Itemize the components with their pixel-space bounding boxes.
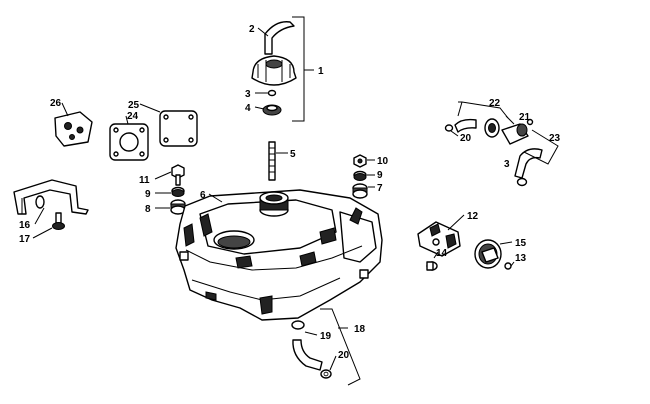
callout-9-right: 9	[377, 170, 383, 181]
part-22-fitting-hose	[454, 118, 477, 133]
part-16-bracket	[13, 179, 89, 215]
part-24-plate	[109, 123, 149, 161]
callout-7: 7	[377, 183, 383, 194]
part-9-washer-left	[171, 186, 185, 197]
callout-9-left: 9	[145, 189, 151, 200]
part-10-nut	[353, 154, 367, 168]
callout-20-upper: 20	[460, 133, 472, 144]
callout-23: 23	[549, 133, 561, 144]
part-4-cap-gasket	[262, 104, 282, 116]
callout-5: 5	[290, 149, 296, 160]
callout-26: 26	[50, 98, 62, 109]
callout-labels: 1 2 3 4 5 6 7 8 9 9 10 11 12 13 14 15 16…	[19, 24, 561, 361]
callout-13: 13	[515, 253, 527, 264]
callout-4: 4	[245, 103, 251, 114]
part-19-clamp-lower	[291, 320, 305, 330]
callout-11: 11	[139, 175, 150, 186]
part-1-fuel-cap	[251, 55, 297, 86]
part-20-clamp-lower	[320, 369, 332, 379]
callout-12: 12	[467, 211, 479, 222]
callout-20-lower: 20	[338, 350, 350, 361]
callout-10: 10	[377, 156, 389, 167]
part-21-fitting	[484, 118, 534, 145]
callout-3-cap-oring: 3	[245, 89, 251, 100]
part-17-screw	[52, 212, 65, 230]
callout-15: 15	[515, 238, 527, 249]
callout-3-clamp: 3	[504, 159, 510, 170]
part-9-washer-right	[353, 170, 367, 181]
part-18-fuel-hose	[292, 339, 323, 371]
callout-24: 24	[127, 111, 139, 122]
callout-18: 18	[354, 324, 366, 335]
part-15-lever	[474, 239, 502, 269]
part-7-grommet-right	[352, 183, 368, 199]
part-12-valve-body	[417, 221, 461, 257]
callout-1: 1	[318, 66, 324, 77]
part-5-tube	[268, 141, 276, 181]
leader-lines	[32, 16, 559, 386]
part-11-bolt	[171, 164, 185, 186]
part-13-screw	[504, 262, 512, 270]
callout-2: 2	[249, 24, 255, 35]
callout-17: 17	[19, 234, 31, 245]
part-3-clamp	[516, 177, 528, 187]
callout-6: 6	[200, 190, 206, 201]
part-8-grommet-left	[170, 199, 186, 215]
part-6-fuel-tank	[175, 189, 383, 321]
callout-14: 14	[436, 248, 448, 259]
callout-19: 19	[320, 331, 332, 342]
callout-8: 8	[145, 204, 151, 215]
callout-21: 21	[519, 112, 531, 123]
part-2-breather-hose	[264, 21, 295, 55]
callout-16: 16	[19, 220, 31, 231]
part-26-plate	[54, 111, 93, 147]
part-14-screw	[426, 261, 438, 271]
callout-25: 25	[128, 100, 140, 111]
part-3-oring-cap	[267, 89, 277, 97]
part-25-gasket	[159, 110, 198, 147]
part-23-hose	[514, 148, 543, 179]
part-20-clamp-upper	[444, 124, 454, 132]
callout-22: 22	[489, 98, 501, 109]
